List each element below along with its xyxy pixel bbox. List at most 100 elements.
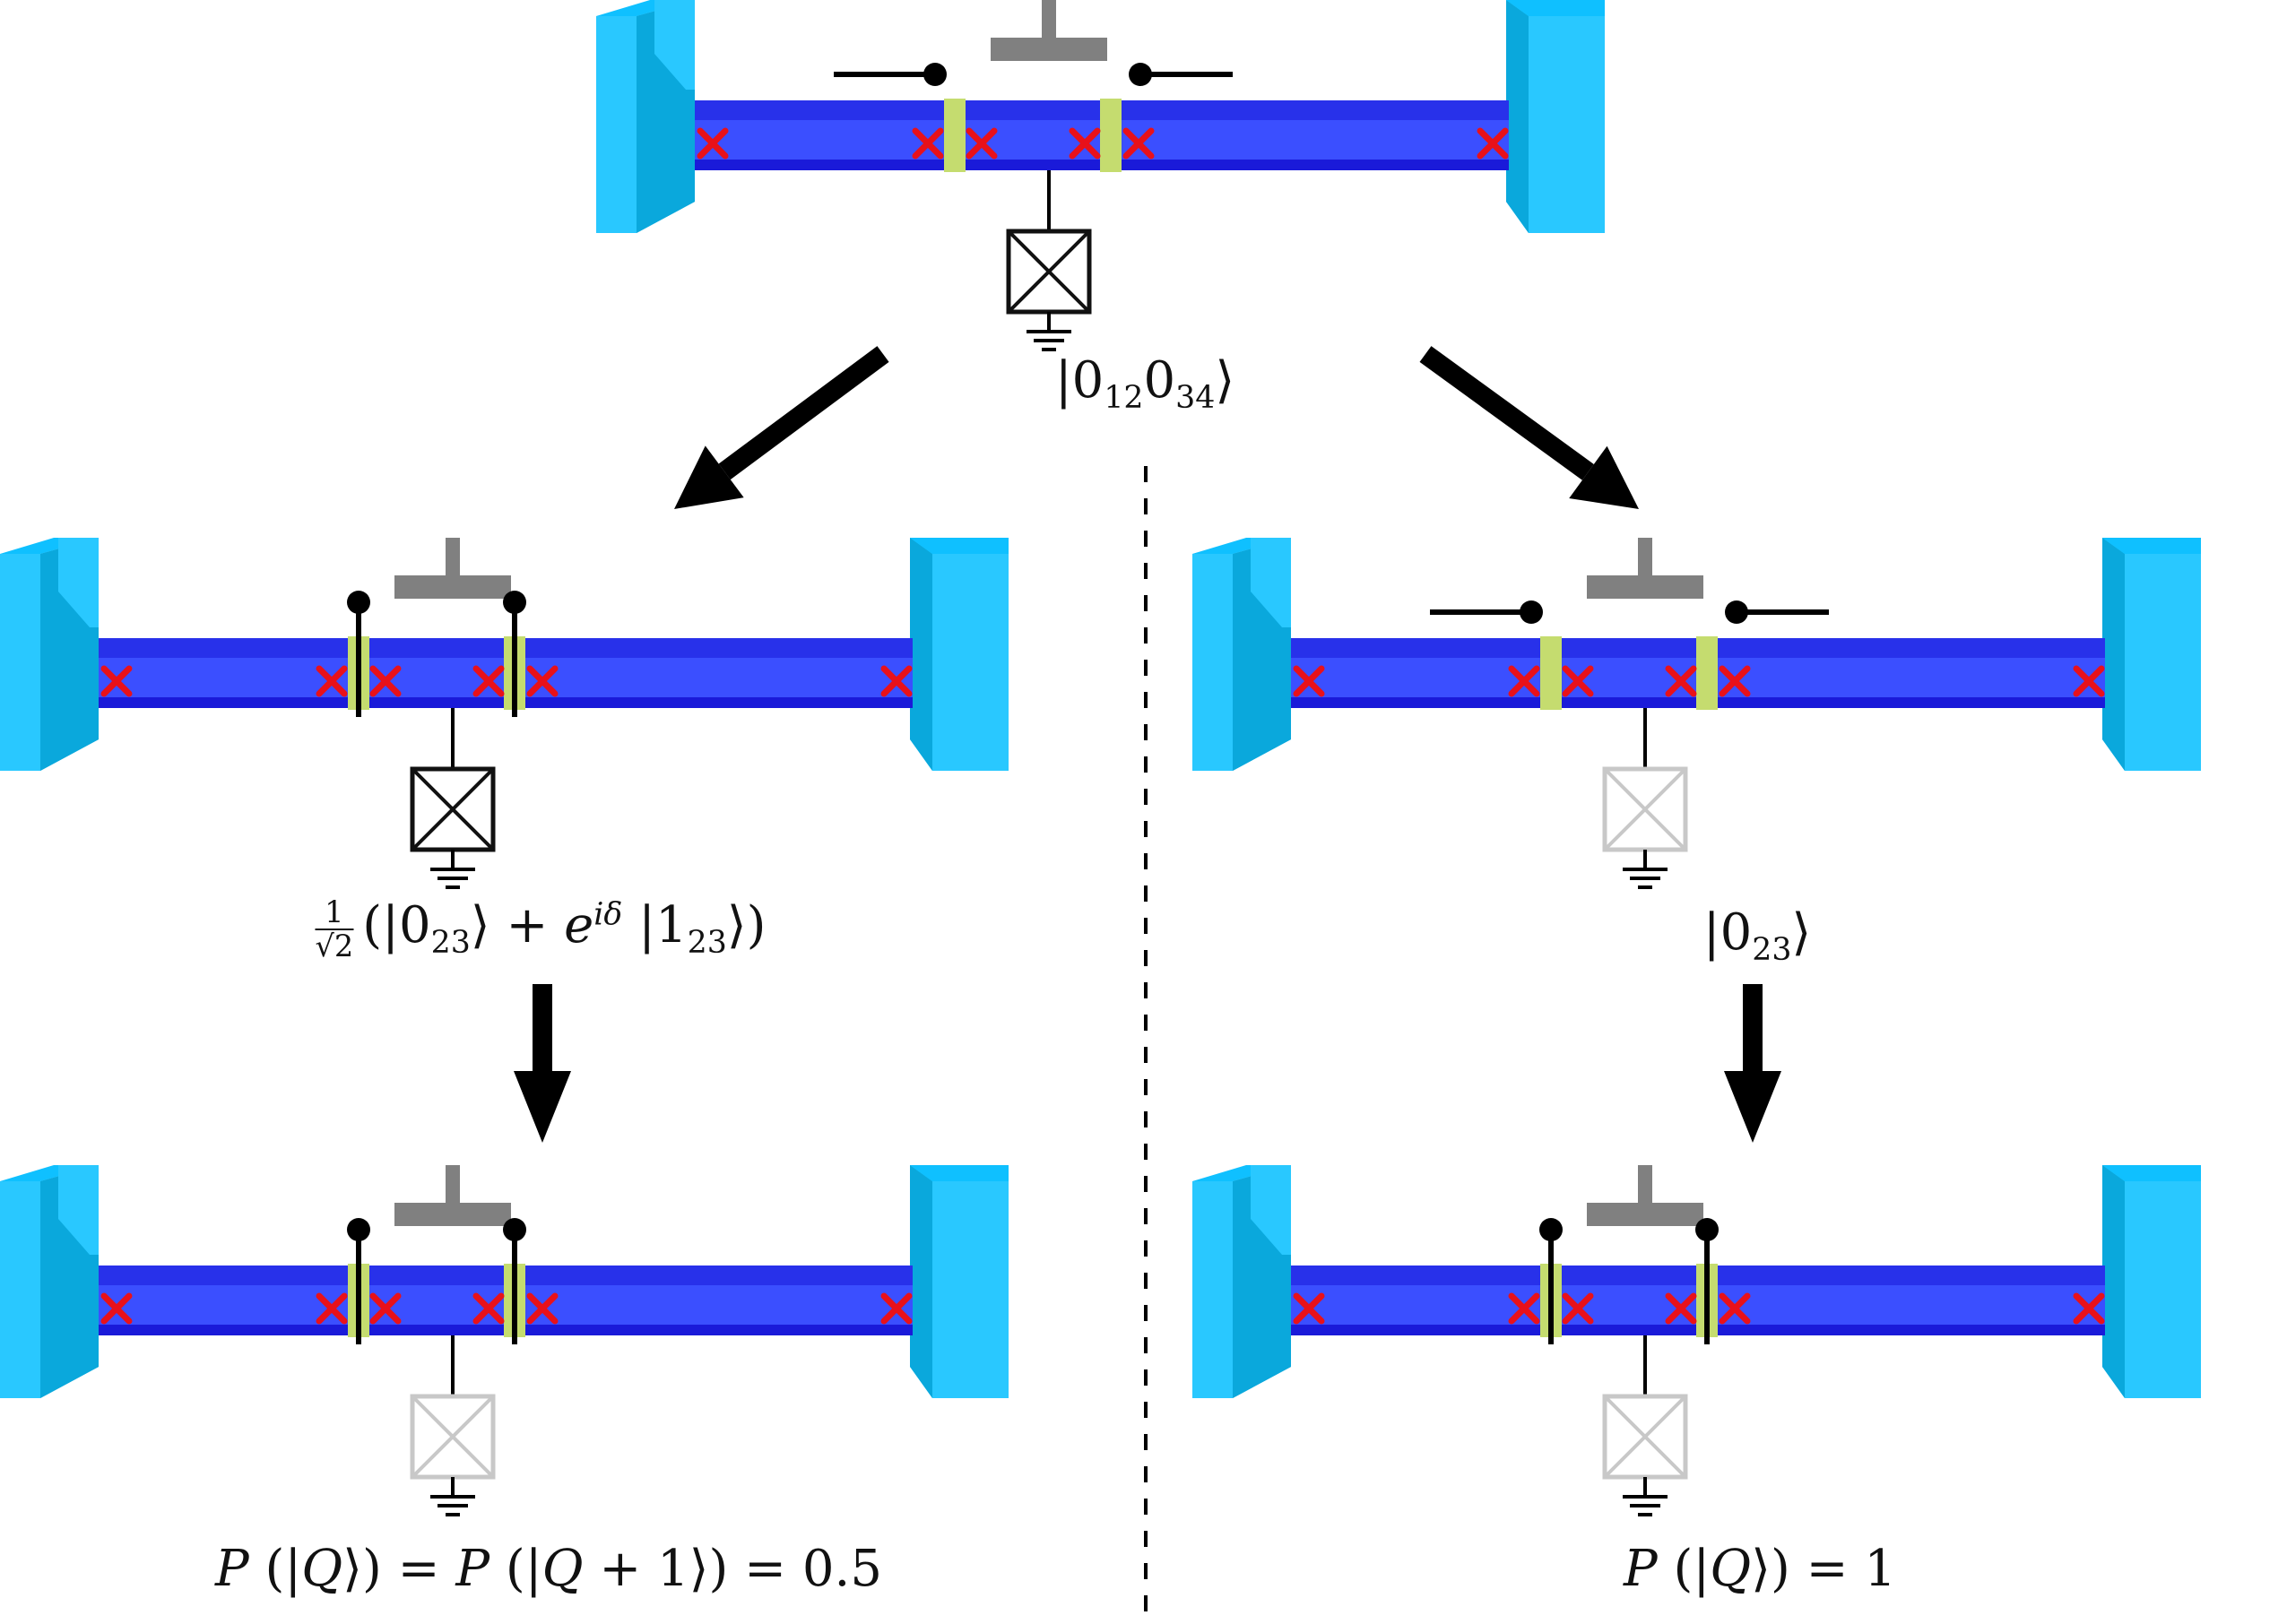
- majorana-marker-4: [1665, 665, 1697, 697]
- right-lead-side: [1506, 0, 1529, 233]
- gate-electrode: [991, 0, 1107, 61]
- nanowire-segment-3: [1718, 1266, 2105, 1335]
- right-lead-side: [910, 538, 932, 771]
- majorana-marker-4: [472, 1292, 505, 1325]
- left-lead: [1192, 538, 1291, 771]
- panel-bottom-right: [1192, 1165, 2201, 1516]
- right-lead-front: [910, 538, 1009, 771]
- switch-left-open: [834, 63, 947, 86]
- nanowire-segment-1: [99, 1266, 348, 1335]
- tunnel-barrier-1: [944, 99, 966, 172]
- majorana-marker-1: [697, 127, 729, 160]
- left-lead-front: [1192, 554, 1233, 771]
- left-lead-front: [596, 16, 637, 233]
- switch-right-closed: [1695, 1218, 1719, 1344]
- majorana-marker-1: [1293, 1292, 1325, 1325]
- right-lead-top: [910, 1165, 1009, 1181]
- majorana-marker-2: [316, 1292, 348, 1325]
- majorana-marker-2: [316, 665, 348, 697]
- right-lead: [910, 1165, 1009, 1398]
- right-lead-side: [910, 1165, 932, 1398]
- right-lead-top: [1506, 0, 1605, 16]
- majorana-marker-5: [1719, 1292, 1751, 1325]
- panel-top: [596, 0, 1605, 351]
- nanowire-segment-3: [1718, 638, 2105, 708]
- switch-right-open: [1725, 600, 1829, 624]
- majorana-marker-6: [880, 1292, 913, 1325]
- panel-mid-left: [0, 538, 1009, 889]
- panel-mid-right: [1192, 538, 2201, 889]
- majorana-marker-2: [1508, 1292, 1540, 1325]
- tunnel-barrier-1: [1540, 636, 1562, 710]
- majorana-marker-4: [1069, 127, 1101, 160]
- left-lead: [0, 1165, 99, 1398]
- majorana-marker-5: [1719, 665, 1751, 697]
- nanowire-segment-3: [525, 638, 913, 708]
- majorana-marker-2: [1508, 665, 1540, 697]
- majorana-marker-3: [1562, 665, 1594, 697]
- right-lead-top: [2102, 1165, 2201, 1181]
- gate-electrode: [394, 1165, 511, 1226]
- right-lead-front: [1506, 0, 1605, 233]
- switch-left-closed: [347, 591, 370, 717]
- majorana-marker-1: [1293, 665, 1325, 697]
- majorana-marker-6: [2073, 665, 2105, 697]
- majorana-marker-2: [912, 127, 944, 160]
- right-lead-top: [2102, 538, 2201, 554]
- ground-symbol: [1623, 850, 1668, 889]
- majorana-marker-3: [966, 127, 998, 160]
- superposition-state-label: 1√2(|023⟩ + eiδ |123⟩): [315, 894, 767, 963]
- josephson-junction: [1006, 170, 1092, 315]
- gate-electrode: [1587, 1165, 1703, 1226]
- probability-half-label: P (|Q⟩) = P (|Q + 1⟩) = 0.5: [215, 1540, 882, 1598]
- right-lead: [910, 538, 1009, 771]
- left-lead-front: [0, 1181, 40, 1398]
- majorana-marker-1: [100, 1292, 133, 1325]
- majorana-marker-6: [2073, 1292, 2105, 1325]
- majorana-marker-4: [472, 665, 505, 697]
- majorana-marker-3: [369, 665, 402, 697]
- nanowire-segment-1: [1291, 638, 1540, 708]
- arrow-right-down: [1724, 984, 1781, 1143]
- switch-left-closed: [347, 1218, 370, 1344]
- nanowire-segment-1: [695, 100, 944, 170]
- initial-state-label: |012034⟩: [1054, 351, 1235, 417]
- arrow-to-right-branch: [1419, 346, 1639, 509]
- switch-right-closed: [503, 591, 526, 717]
- right-lead: [2102, 538, 2201, 771]
- arrow-left-down: [514, 984, 571, 1143]
- gate-electrode: [1587, 538, 1703, 599]
- one-over-sqrt2-fraction: 1√2: [315, 894, 354, 963]
- nanowire-segment-1: [99, 638, 348, 708]
- majorana-marker-5: [1122, 127, 1155, 160]
- left-lead: [0, 538, 99, 771]
- right-lead-front: [2102, 1165, 2201, 1398]
- majorana-marker-4: [1665, 1292, 1697, 1325]
- josephson-junction: [410, 708, 496, 852]
- right-lead-front: [910, 1165, 1009, 1398]
- majorana-marker-5: [526, 1292, 559, 1325]
- switch-left-open: [1430, 600, 1543, 624]
- right-lead-front: [2102, 538, 2201, 771]
- left-lead-front: [1192, 1181, 1233, 1398]
- right-lead: [1506, 0, 1605, 233]
- tunnel-barrier-2: [1696, 636, 1718, 710]
- josephson-junction: [410, 1335, 496, 1480]
- majorana-marker-6: [880, 665, 913, 697]
- tunnel-barrier-2: [1100, 99, 1122, 172]
- arrow-to-left-branch: [674, 346, 889, 509]
- ground-symbol: [430, 850, 475, 889]
- right-lead-side: [2102, 1165, 2125, 1398]
- left-lead: [1192, 1165, 1291, 1398]
- ground-symbol: [1623, 1477, 1668, 1516]
- nanowire-segment-1: [1291, 1266, 1540, 1335]
- switch-right-open: [1129, 63, 1233, 86]
- gate-electrode: [394, 538, 511, 599]
- panel-bottom-left: [0, 1165, 1009, 1516]
- ground-symbol: [1027, 312, 1071, 351]
- switch-right-closed: [503, 1218, 526, 1344]
- switch-left-closed: [1539, 1218, 1563, 1344]
- josephson-junction: [1602, 1335, 1688, 1480]
- majorana-marker-1: [100, 665, 133, 697]
